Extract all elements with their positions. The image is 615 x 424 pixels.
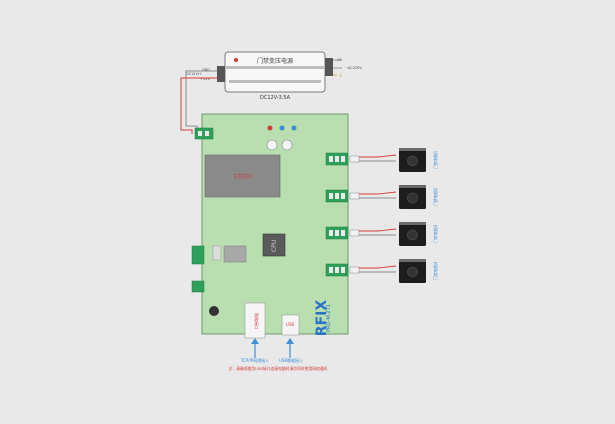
usb-port-label: USB — [286, 322, 294, 327]
cpu-label: CPU — [271, 240, 278, 252]
lock-label: 门禁电锁1 — [432, 150, 438, 169]
psu-ac-label: ~AC220V — [345, 66, 362, 70]
arrow-up-icon — [286, 338, 294, 344]
warning-note: 注：请确保使用USB接口连接电脑时请勿同时使用网络通讯 — [229, 366, 328, 371]
power-supply-label: 门禁变压电源 — [257, 57, 293, 65]
bottom-notes: TCP/IP网络接入 USB数据接入 注：请确保使用USB接口连接电脑时请勿同时… — [229, 338, 328, 371]
cpu-chip — [262, 233, 286, 257]
controller-board: 主控芯片 CPU 网络接口 USB RFIX PRO-M-2T1 — [191, 113, 349, 339]
net-port-label: 网络接口 — [254, 313, 260, 329]
power-supply-rating: DC12V-3.5A — [260, 95, 291, 101]
usb-port — [281, 314, 300, 336]
lock-label: 门禁电锁4 — [432, 261, 438, 280]
lock-channel: 门禁电锁3 — [325, 222, 438, 246]
arrow-up-icon — [251, 338, 259, 344]
lock-channels: 门禁电锁1 门禁电锁2 门禁电锁3 门禁电锁4 — [325, 148, 438, 283]
psu-out-gnd: GND — [202, 68, 210, 72]
lock-label: 门禁电锁2 — [432, 187, 438, 206]
lock-channel: 门禁电锁1 — [325, 148, 438, 172]
lock-channel: 门禁电锁4 — [325, 259, 438, 283]
psu-out-hint: DC12V/+ — [186, 72, 202, 76]
arrow-right-label: USB数据接入 — [279, 357, 303, 363]
board-model: PRO-M-2T1 — [326, 304, 332, 332]
ground-icon: ⏚ — [338, 72, 343, 79]
psu-out-pos: +12V — [200, 77, 210, 81]
lock-label: 门禁电锁3 — [432, 224, 438, 243]
arrow-left-label: TCP/IP网络接入 — [240, 357, 269, 363]
lock-channel: 门禁电锁2 — [325, 185, 438, 209]
chip-label: 主控芯片 — [233, 173, 253, 180]
brand-logo: RFIX — [314, 300, 330, 337]
power-supply: 门禁变压电源 DC12V-3.5A GND +12V DC12V/+ AC ~A… — [186, 51, 362, 101]
